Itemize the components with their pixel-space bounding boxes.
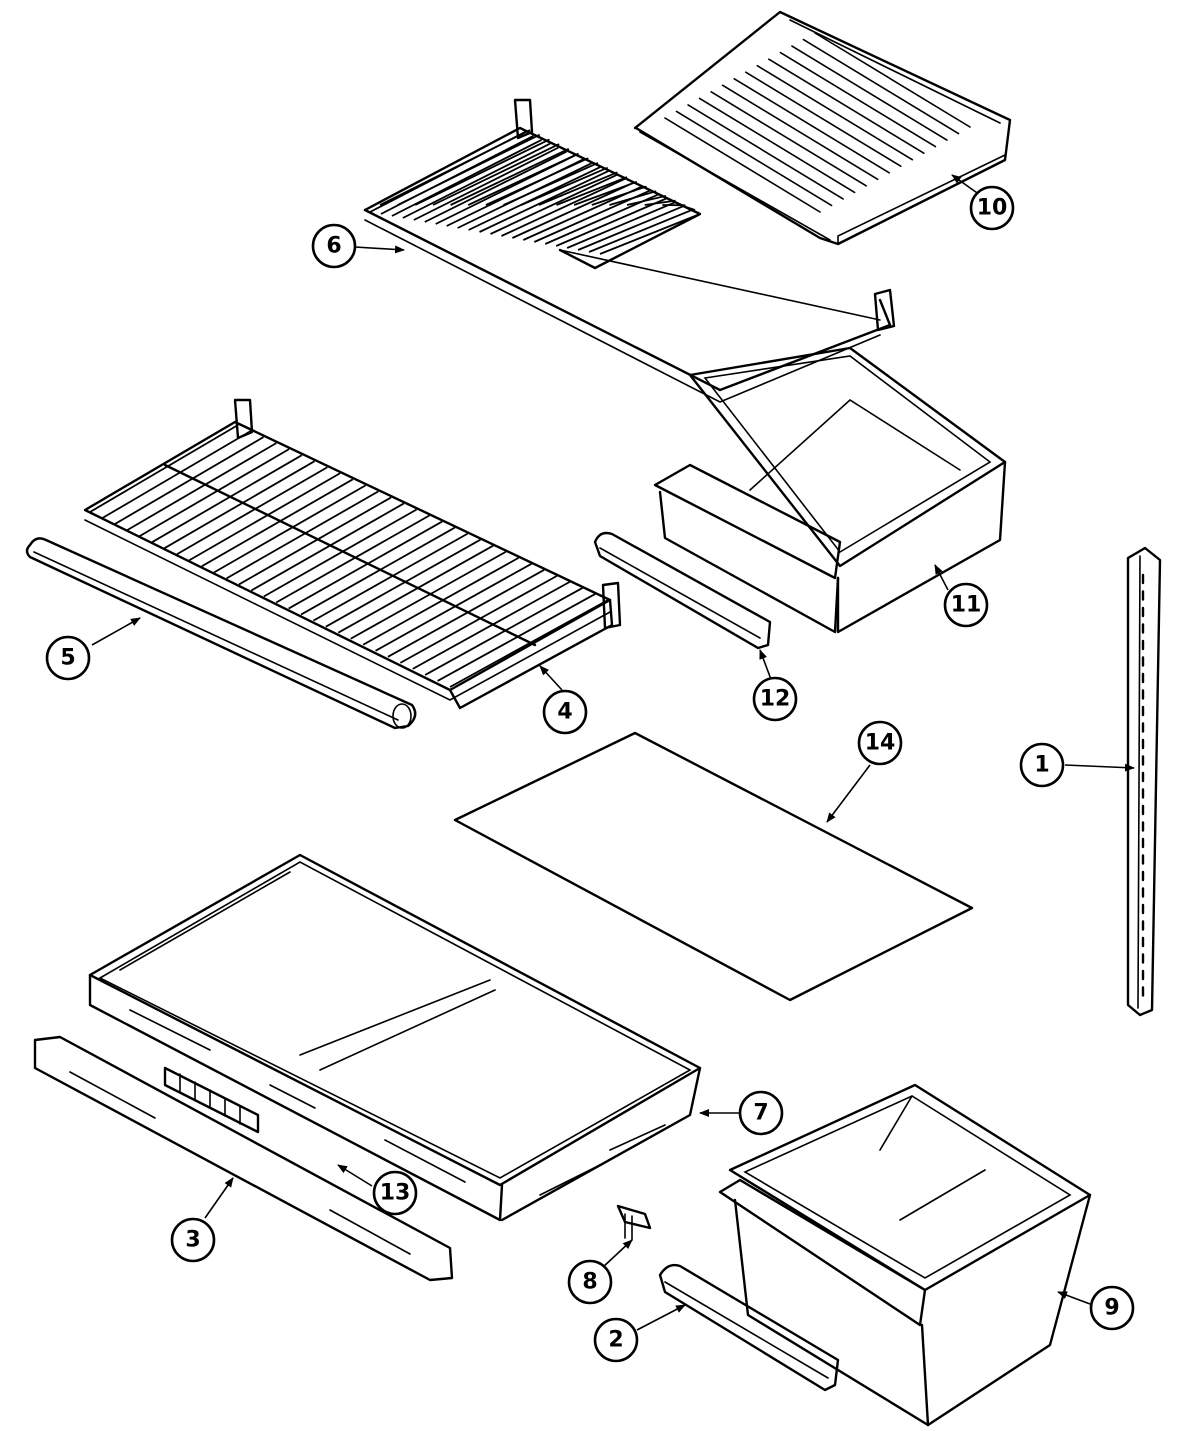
- callout-label-5: 5: [60, 646, 75, 671]
- callout-13: 13: [372, 1170, 418, 1216]
- callout-label-10: 10: [977, 196, 1008, 221]
- leader-line-3: [204, 1177, 234, 1219]
- callout-label-6: 6: [326, 234, 341, 259]
- deli-drawer-part: [653, 346, 1007, 634]
- callout-5: 5: [45, 635, 91, 681]
- callout-2: 2: [593, 1317, 639, 1363]
- callout-label-8: 8: [582, 1270, 597, 1295]
- leader-line-2: [636, 1304, 686, 1331]
- callout-8: 8: [567, 1259, 613, 1305]
- callout-7: 7: [738, 1090, 784, 1136]
- leader-line-6: [354, 245, 405, 254]
- leader-line-9: [1057, 1291, 1091, 1305]
- fastener-part: [616, 1204, 652, 1241]
- callout-label-2: 2: [608, 1328, 623, 1353]
- crisper-frame-part: [88, 853, 702, 1222]
- callout-11: 11: [943, 582, 989, 628]
- leader-line-12: [759, 649, 773, 683]
- callout-label-1: 1: [1034, 753, 1049, 778]
- leader-line-14: [826, 764, 871, 823]
- callout-14: 14: [857, 720, 903, 766]
- front-trim-part: [33, 1035, 454, 1282]
- callout-label-7: 7: [753, 1101, 768, 1126]
- callout-10: 10: [969, 185, 1015, 231]
- drawer-rail-lower-part: [658, 1263, 840, 1392]
- callout-label-13: 13: [380, 1181, 411, 1206]
- upper-wire-shelf-part: [363, 98, 896, 403]
- drawer-rail-upper-part: [593, 531, 772, 650]
- leader-line-13: [337, 1164, 373, 1187]
- callout-3: 3: [170, 1217, 216, 1263]
- callout-label-3: 3: [185, 1228, 200, 1253]
- control-vent-part: [163, 1066, 260, 1134]
- callout-label-4: 4: [557, 700, 572, 725]
- shelf-ladder-part: [1126, 546, 1162, 1017]
- callout-12: 12: [752, 676, 798, 722]
- callout-label-12: 12: [760, 687, 791, 712]
- callout-label-11: 11: [951, 593, 982, 618]
- leader-line-8: [601, 1239, 633, 1269]
- callout-4: 4: [542, 689, 588, 735]
- callout-6: 6: [311, 223, 357, 269]
- crisper-drawer-part: [718, 1083, 1092, 1427]
- glass-shelf-part: [453, 731, 974, 1002]
- crisper-cover-part: [633, 10, 1012, 246]
- callout-1: 1: [1019, 742, 1065, 788]
- leader-line-4: [539, 665, 563, 691]
- leader-line-11: [934, 564, 949, 591]
- callout-label-14: 14: [865, 731, 896, 756]
- callout-label-9: 9: [1104, 1296, 1119, 1321]
- leader-line-10: [951, 174, 981, 196]
- leader-line-5: [91, 617, 141, 646]
- leader-line-1: [1064, 763, 1135, 772]
- shelf-trim-part: [25, 537, 417, 730]
- callout-9: 9: [1089, 1285, 1135, 1331]
- lower-wire-shelf-part: [83, 398, 622, 710]
